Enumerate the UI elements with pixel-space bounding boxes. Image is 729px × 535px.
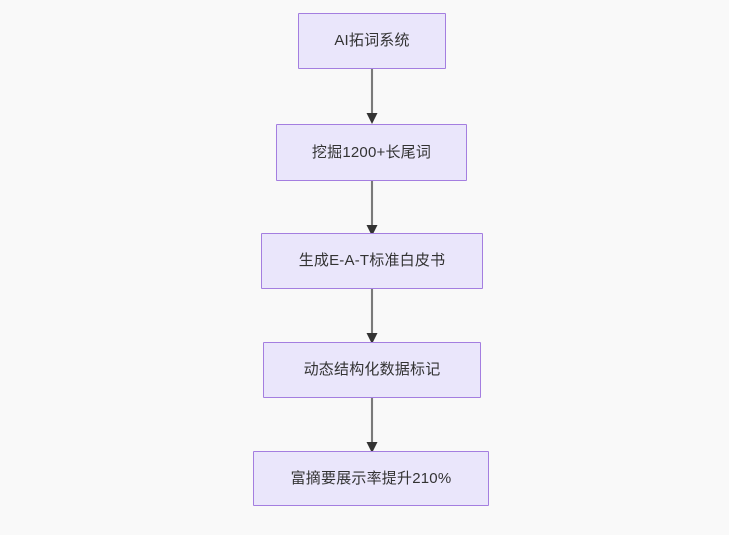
flow-node-generate-eat-whitepaper[interactable]: 生成E-A-T标准白皮书 (261, 233, 483, 289)
flow-node-label: 挖掘1200+长尾词 (311, 143, 432, 161)
flow-edge-1 (366, 66, 378, 124)
edge-arrowhead-1 (366, 113, 378, 124)
flow-node-label: 生成E-A-T标准白皮书 (298, 252, 446, 269)
flow-node-label: 动态结构化数据标记 (303, 361, 441, 378)
flow-node-dynamic-structured-data-markup[interactable]: 动态结构化数据标记 (263, 342, 481, 398)
flow-node-mine-longtail-keywords[interactable]: 挖掘1200+长尾词 (276, 124, 467, 181)
flow-edge-3 (366, 286, 378, 344)
flow-node-label: 富摘要展示率提升210% (290, 469, 452, 487)
flow-node-ai-keyword-system[interactable]: AI拓词系统 (298, 13, 446, 69)
flow-node-label: AI拓词系统 (334, 32, 410, 49)
flow-edge-4 (366, 395, 378, 453)
flow-edge-2 (366, 178, 378, 236)
flow-node-rich-snippet-rate-increase[interactable]: 富摘要展示率提升210% (253, 451, 489, 506)
